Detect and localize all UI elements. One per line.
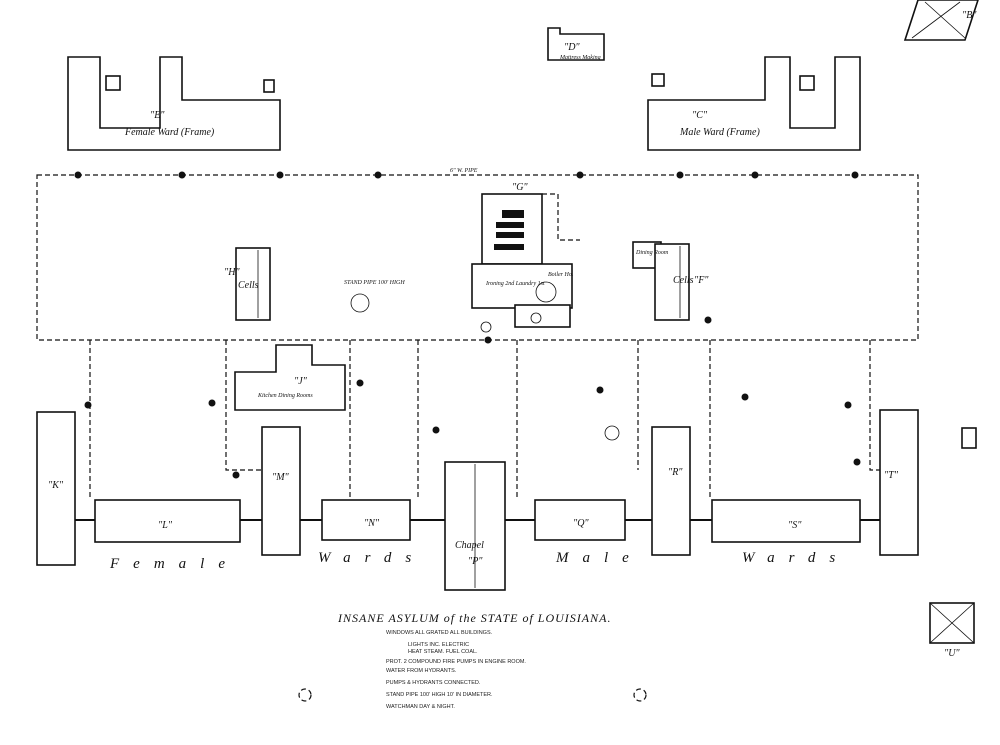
building-f-name: Cells [673,275,694,286]
building-s-letter: "S" [788,520,802,531]
building-f-letter: "F" [694,275,709,286]
note: STAND PIPE 100' HIGH 10' IN DIAMETER. [386,692,493,698]
row-label-wards-1: Wards [318,550,425,566]
building-d-letter: "D" [564,42,580,53]
note: WINDOWS ALL GRATED ALL BUILDINGS. [386,630,493,636]
building-j-name: Kitchen Dining Rooms [257,393,313,399]
row-label-female: Female [109,556,239,572]
ward-row: "K" "L" "M" "N" Chapel "P" "Q" "R" "S" "… [36,409,919,591]
building-s [711,499,861,543]
well-marker [298,688,312,702]
well-marker [633,688,647,702]
building-c-male-ward: "C" Male Ward (Frame) [647,56,861,151]
building-h-letter: "H" [224,267,240,278]
building-j-kitchen: "J" Kitchen Dining Rooms [234,344,346,411]
yard-divisions [89,340,880,500]
building-n [321,499,411,541]
building-l-letter: "L" [158,520,173,531]
building-k [36,411,76,566]
pipe-label: 6" W. PIPE [450,168,478,174]
stand-pipe: STAND PIPE 100' HIGH [344,280,405,313]
building-q [534,499,626,541]
building-g-sub: Boiler Ho. [548,272,573,278]
building-g-letter: "G" [512,182,528,193]
building-g-laundry: "G" Ironing 2nd Laundry 1st Boiler Ho. [471,182,573,333]
building-n-letter: "N" [364,518,380,529]
row-label-male: Male [555,550,643,566]
building-c-letter: "C" [692,110,708,121]
building-c-name: Male Ward (Frame) [679,127,760,138]
building-b: "B" [903,0,979,41]
small-shed [961,427,977,449]
note: PUMPS & HYDRANTS CONNECTED. [386,680,481,686]
building-f-sub: Dining Room [635,250,669,256]
note: WATER FROM HYDRANTS. [386,668,457,674]
building-l [94,499,241,543]
building-j-letter: "J" [294,376,308,387]
building-e-name: Female Ward (Frame) [124,127,215,138]
building-r [651,426,691,556]
building-q-letter: "Q" [573,518,589,529]
g-fence [542,193,580,241]
building-p-name: "P" [468,556,483,567]
stand-pipe-label: STAND PIPE 100' HIGH [344,280,405,286]
building-d-name: Mattress Making [559,55,601,61]
building-b-letter: "B" [962,10,977,21]
building-h-name: Cells [238,280,259,291]
note: LIGHTS INC. ELECTRIC [408,642,469,648]
building-u: "U" [929,602,975,659]
building-f-cells: Dining Room Cells "F" [632,241,709,321]
building-p-letter: Chapel [455,540,484,551]
building-g-name: Ironing 2nd Laundry 1st [485,281,545,287]
building-e-female-ward: "E" Female Ward (Frame) [67,56,281,151]
note: PROT. 2 COMPOUND FIRE PUMPS IN ENGINE RO… [386,659,526,665]
note: WATCHMAN DAY & NIGHT. [386,704,455,710]
building-t [879,409,919,556]
building-d: "D" Mattress Making [547,27,605,61]
building-k-letter: "K" [48,480,64,491]
building-u-letter: "U" [944,648,960,659]
cistern [604,425,620,441]
building-t-letter: "T" [884,470,899,481]
yard-enclosure [36,174,919,341]
notes: WINDOWS ALL GRATED ALL BUILDINGS. LIGHTS… [386,630,526,710]
building-h-cells: "H" Cells [224,247,271,321]
building-m-letter: "M" [272,472,290,483]
row-label-wards-2: Wards [742,550,849,566]
building-e-letter: "E" [150,110,165,121]
map-title: INSANE ASYLUM of the STATE of LOUISIANA. [337,611,611,625]
building-r-letter: "R" [668,467,683,478]
note: HEAT STEAM. FUEL COAL. [408,649,478,655]
hydrant-dots [74,171,861,479]
building-m [261,426,301,556]
